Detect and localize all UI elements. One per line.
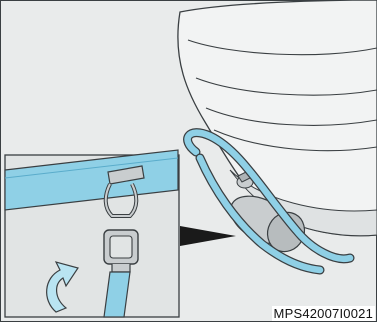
figure-code-label: MPS42007I0021	[272, 306, 375, 321]
detail-inset	[5, 150, 179, 317]
